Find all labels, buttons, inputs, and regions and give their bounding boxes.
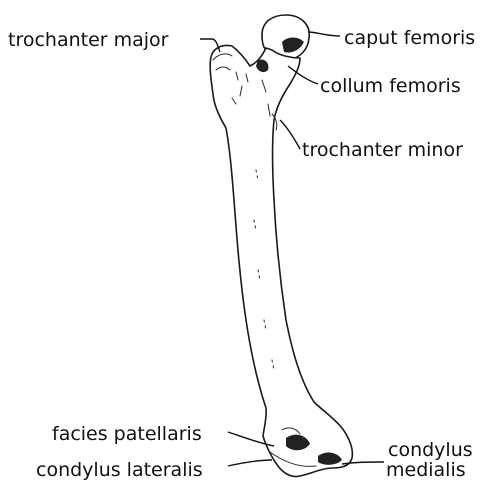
label-condylus-medialis-line2: medialis [386, 459, 466, 481]
label-trochanter-minor: trochanter minor [302, 139, 463, 161]
label-trochanter-major: trochanter major [8, 29, 169, 51]
femur-outline [210, 45, 352, 476]
label-collum-femoris: collum femoris [320, 75, 461, 97]
leader-condylus-lateralis [228, 460, 272, 466]
leader-trochanter-minor [280, 120, 300, 149]
label-condylus-lateralis: condylus lateralis [36, 459, 203, 481]
label-facies-patellaris: facies patellaris [52, 423, 202, 445]
label-caput-femoris: caput femoris [344, 27, 475, 49]
leader-caput-femoris [308, 32, 340, 36]
label-condylus-medialis-line1: condylus [388, 439, 473, 461]
